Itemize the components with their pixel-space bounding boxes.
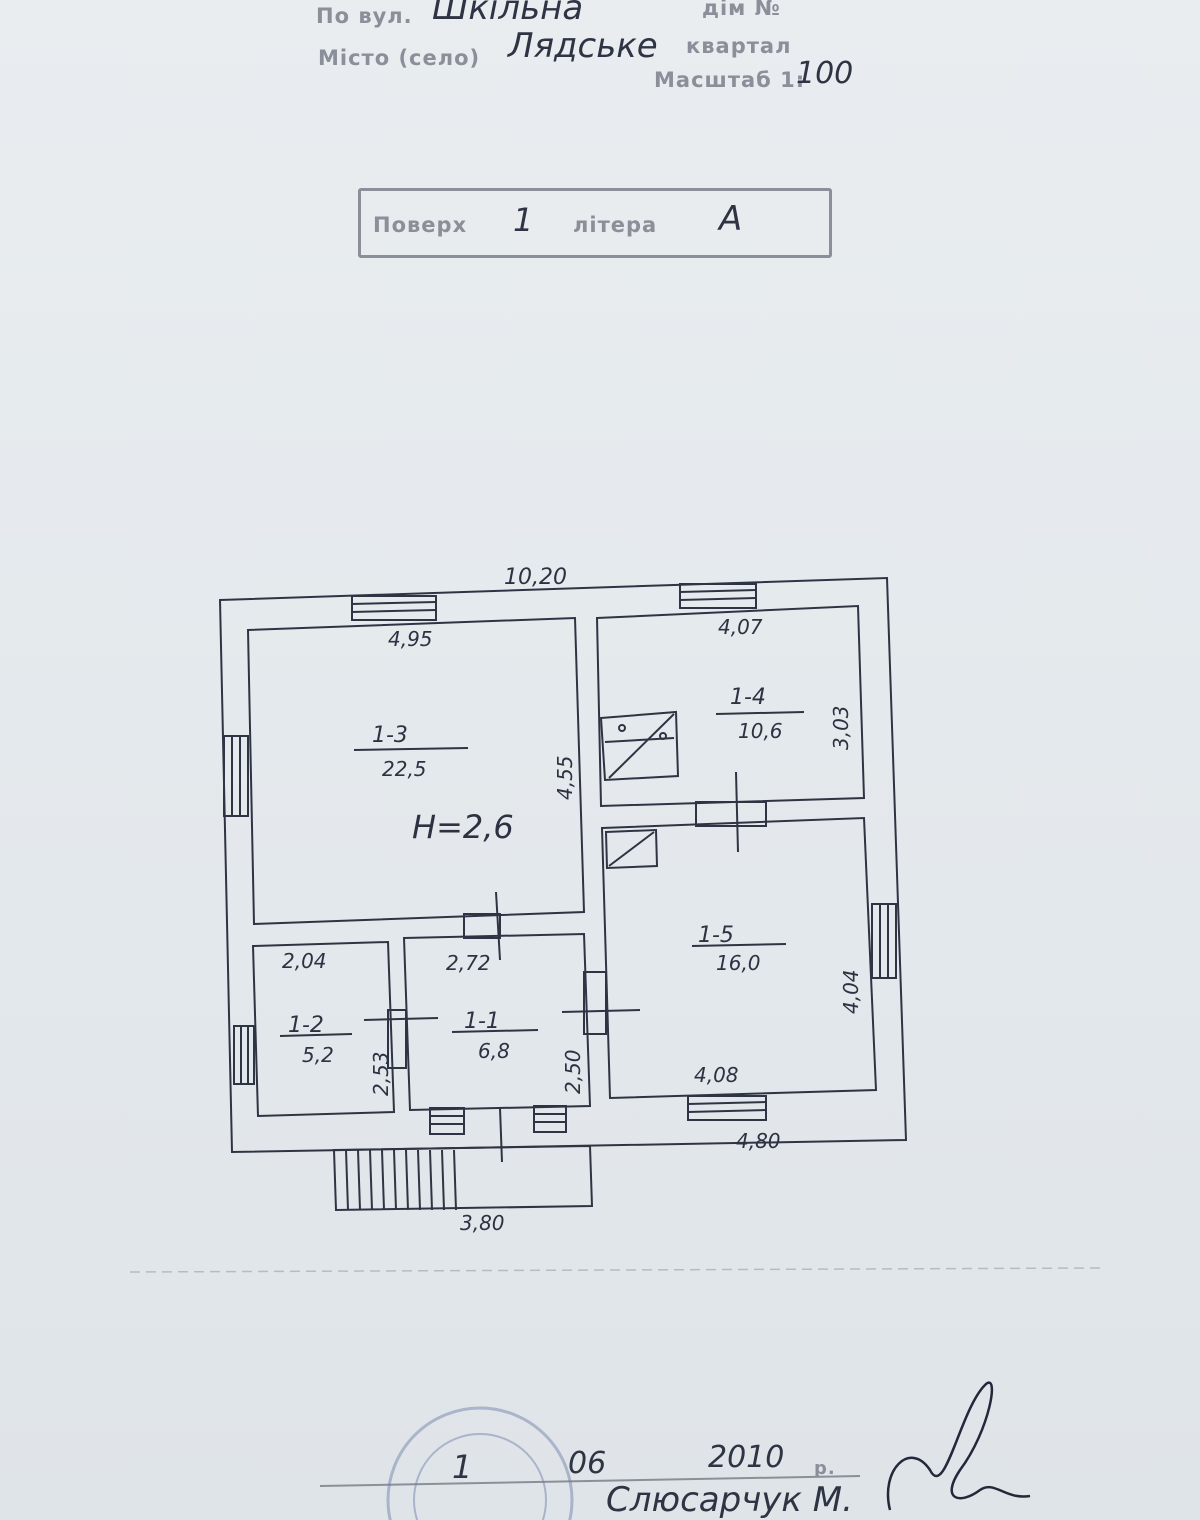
house-label: дім № [702,0,781,20]
dim-room5-bottom: 4,08 [694,1063,739,1087]
dim-porch-width: 3,80 [460,1211,505,1235]
dim-room5-side: 4,04 [839,969,863,1014]
quarter-label: квартал [686,34,792,58]
dim-room3-top: 4,95 [388,627,433,651]
floor-value: 1 [513,201,534,239]
city-value: Лядське [508,26,658,66]
signature [886,1381,1031,1511]
dim-room3-side: 4,55 [553,755,577,800]
room-1-2-outline [251,940,396,1118]
street-value: Шкільна [432,0,584,28]
porch [332,1144,594,1212]
litera-label: літера [573,213,658,237]
room-1-5-id: 1-5 [698,923,734,948]
room-1-5-area: 16,0 [716,951,761,975]
doors [363,771,767,1163]
floor-label: Поверх [373,213,468,237]
room-1-2-area: 5,2 [302,1043,334,1067]
hearth-outline [604,828,659,870]
dim-room1-side: 2,50 [561,1049,585,1094]
footer-month: 06 [568,1446,607,1481]
room-1-4-outline [595,604,866,808]
scale-label: Масштаб 1: [654,68,806,92]
room-1-3-area: 22,5 [382,757,427,781]
room-1-3-id: 1-3 [372,723,408,748]
stove-outline [599,710,680,782]
room-1-5-outline [600,816,878,1100]
scale-value: 100 [796,56,854,91]
windows [223,583,897,1135]
city-label: Місто (село) [318,46,481,70]
dim-overall-width: 10,20 [504,565,567,590]
height-note: H=2,6 [412,808,514,846]
footer-year: 2010 [708,1440,785,1475]
footer-day: 1 [452,1448,473,1486]
outer-wall [218,576,908,1154]
porch-steps [345,1149,457,1211]
room-1-2-id: 1-2 [288,1013,324,1038]
dim-right-bottom: 4,80 [736,1129,781,1153]
room-1-1-id: 1-1 [464,1009,500,1034]
litera-value: А [719,199,743,239]
street-label: По вул. [316,4,413,28]
dim-room1-top: 2,72 [446,951,491,975]
room-1-1-outline [402,932,592,1112]
dim-room2-side: 2,53 [369,1051,393,1096]
room-1-3-outline [246,616,586,926]
room-1-4-area: 10,6 [738,719,783,743]
institution-stamp [386,1406,574,1520]
dim-room2-top: 2,04 [282,949,327,973]
footer-year-suffix: р. [814,1458,836,1479]
footer-signer: Слюсарчук М. [606,1480,853,1520]
dim-room4-side: 3,03 [829,705,853,750]
room-1-1-area: 6,8 [478,1039,510,1063]
room-1-4-id: 1-4 [730,685,766,710]
floor-stamp: Поверх 1 літера А [358,188,832,258]
dim-room4-top: 4,07 [718,615,763,639]
